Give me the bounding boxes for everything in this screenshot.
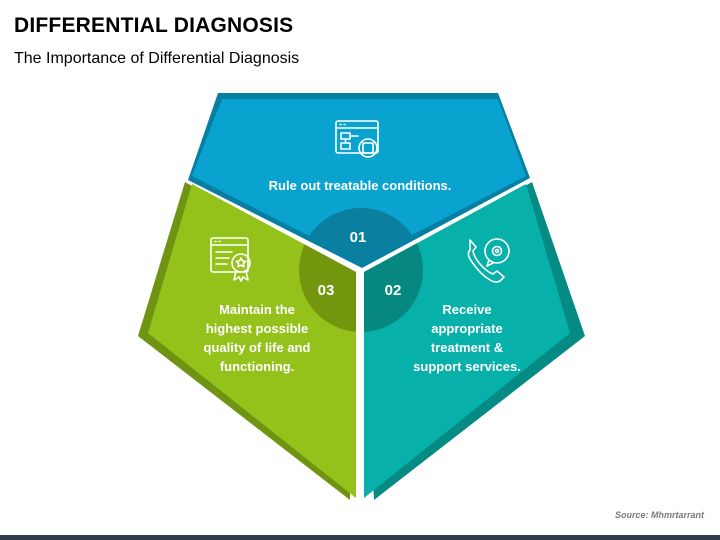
segment-02-line-4: support services. bbox=[413, 359, 521, 374]
flowchart-document-icon bbox=[335, 120, 379, 158]
segment-03-text: Maintain the highest possible quality of… bbox=[182, 300, 332, 376]
segment-02-number: 02 bbox=[384, 282, 402, 299]
certificate-award-icon bbox=[210, 237, 251, 282]
segment-03-line-2: highest possible bbox=[205, 321, 309, 336]
segment-03-line-4: functioning. bbox=[219, 359, 295, 374]
segment-01-number: 01 bbox=[349, 229, 367, 246]
phone-gear-icon bbox=[467, 238, 510, 283]
page-title: DIFFERENTIAL DIAGNOSIS bbox=[14, 14, 294, 37]
source-note: Source: Mhmrtarrant bbox=[614, 510, 704, 520]
segment-02-line-2: appropriate bbox=[431, 321, 503, 336]
segment-03-number: 03 bbox=[317, 282, 335, 299]
segment-01-text: Rule out treatable conditions. bbox=[268, 178, 452, 193]
page-subtitle: The Importance of Differential Diagnosis bbox=[14, 50, 300, 67]
bottom-bar bbox=[0, 535, 720, 540]
segment-02-line-1: Receive bbox=[442, 302, 492, 317]
circle-tint-01 bbox=[299, 208, 423, 262]
segment-02-line-3: treatment & bbox=[430, 340, 504, 355]
segment-03-line-1: Maintain the bbox=[219, 302, 295, 317]
segment-01 bbox=[192, 99, 526, 262]
segment-02-text: Receive appropriate treatment & support … bbox=[392, 300, 542, 376]
segment-03-line-3: quality of life and bbox=[203, 340, 311, 355]
